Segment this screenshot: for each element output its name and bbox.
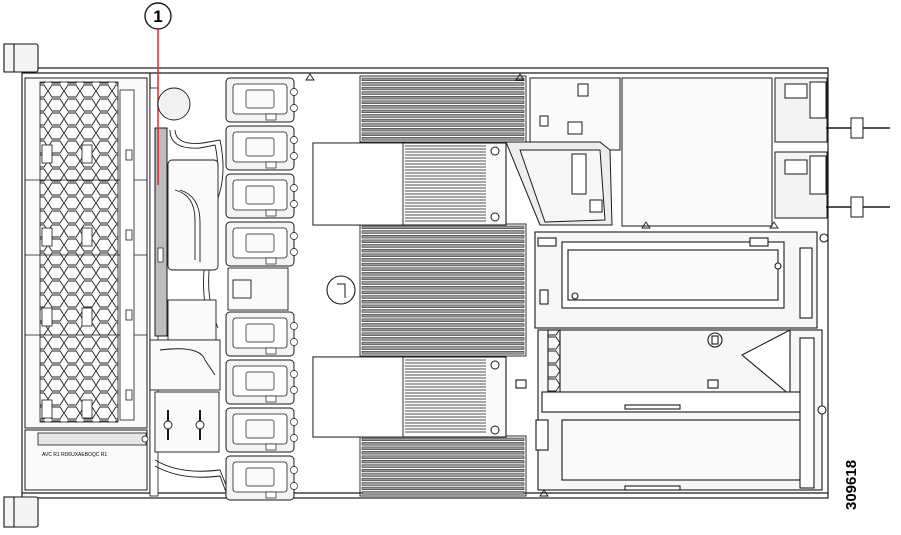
fan-module — [225, 311, 298, 357]
dimm-slot — [361, 464, 525, 468]
power-supply-1 — [774, 77, 890, 143]
dimm-slot — [361, 248, 525, 253]
callout-1-number: 1 — [153, 7, 162, 26]
dimm-slot — [361, 239, 525, 243]
fan-module — [225, 221, 298, 267]
dimm-slot — [361, 482, 525, 486]
center-indicator — [326, 275, 356, 305]
dimm-bank-bottom — [359, 435, 527, 497]
dimm-slot — [361, 318, 525, 322]
dimm-slot — [361, 346, 525, 350]
dimm-bank-top — [359, 75, 527, 143]
dimm-slot — [361, 351, 525, 355]
dimm-slot — [361, 230, 525, 234]
dimm-slot — [361, 477, 525, 482]
cable-routing — [149, 87, 229, 493]
dimm-slot — [361, 82, 525, 86]
dimm-slot — [361, 272, 525, 276]
front-rack-ear-top — [3, 43, 39, 73]
dimm-slot — [361, 267, 525, 271]
dimm-slot — [361, 77, 525, 81]
dimm-slot — [361, 132, 525, 136]
fan-module — [225, 77, 298, 123]
dimm-slot — [361, 96, 525, 100]
pcie-riser-2 — [515, 329, 827, 491]
dimm-slot — [361, 109, 525, 113]
alignment-markers — [305, 73, 779, 497]
dimm-slot — [361, 118, 525, 123]
dimm-slot — [361, 455, 525, 459]
dimm-slot — [361, 446, 525, 450]
fan-module — [225, 455, 298, 501]
fan-module — [225, 359, 298, 405]
dimm-slot — [361, 262, 525, 267]
dimm-slot — [361, 341, 525, 346]
dimm-slot — [361, 460, 525, 464]
fan-module — [225, 173, 298, 219]
dimm-slot — [361, 437, 525, 441]
dimm-slot — [361, 276, 525, 281]
power-supply-2 — [774, 151, 890, 219]
dimm-slot — [361, 128, 525, 132]
fan-module — [225, 125, 298, 171]
bracket-label: AVC R1 RD6UXAEBOQC R1 — [42, 452, 107, 458]
dimm-slot — [361, 327, 525, 332]
fan-module — [225, 407, 298, 453]
dimm-slot — [361, 235, 525, 239]
dimm-slot — [361, 309, 525, 313]
front-bracket: AVC R1 RD6UXAEBOQC R1 — [24, 429, 149, 491]
dimm-slot — [361, 468, 525, 473]
dimm-slot — [361, 123, 525, 127]
dimm-slot — [361, 337, 525, 341]
dimm-slot — [361, 225, 525, 230]
dimm-slot — [361, 313, 525, 318]
dimm-slot — [361, 295, 525, 299]
fan-tray-connector — [227, 267, 289, 311]
dimm-slot — [361, 290, 525, 295]
dimm-slot — [361, 286, 525, 290]
rear-board-area — [505, 77, 773, 227]
cpu-heatsink-1 — [312, 142, 507, 226]
dimm-slot — [361, 473, 525, 477]
dimm-slot — [361, 323, 525, 327]
dimm-slot — [361, 244, 525, 248]
dimm-slot — [361, 491, 525, 495]
front-drive-bay — [24, 77, 148, 429]
dimm-slot — [361, 451, 525, 455]
pcie-riser-1 — [534, 231, 829, 329]
front-rack-ear-bottom — [3, 496, 39, 528]
dimm-slot — [361, 486, 525, 491]
fan-column — [225, 77, 298, 501]
dimm-slot — [361, 91, 525, 95]
dimm-slot — [361, 105, 525, 109]
cpu-heatsink-2 — [312, 356, 507, 438]
dimm-slot — [361, 442, 525, 446]
dimm-slot — [361, 137, 525, 141]
dimm-slot — [361, 253, 525, 257]
dimm-slot — [361, 86, 525, 91]
dimm-slot — [361, 281, 525, 285]
dimm-slot — [361, 332, 525, 336]
dimm-slot — [361, 114, 525, 118]
dimm-slot — [361, 304, 525, 308]
dimm-slot — [361, 258, 525, 262]
dimm-slot — [361, 100, 525, 104]
dimm-bank-middle — [359, 223, 527, 357]
dimm-slot — [361, 300, 525, 304]
figure-id: 309618 — [843, 460, 860, 510]
